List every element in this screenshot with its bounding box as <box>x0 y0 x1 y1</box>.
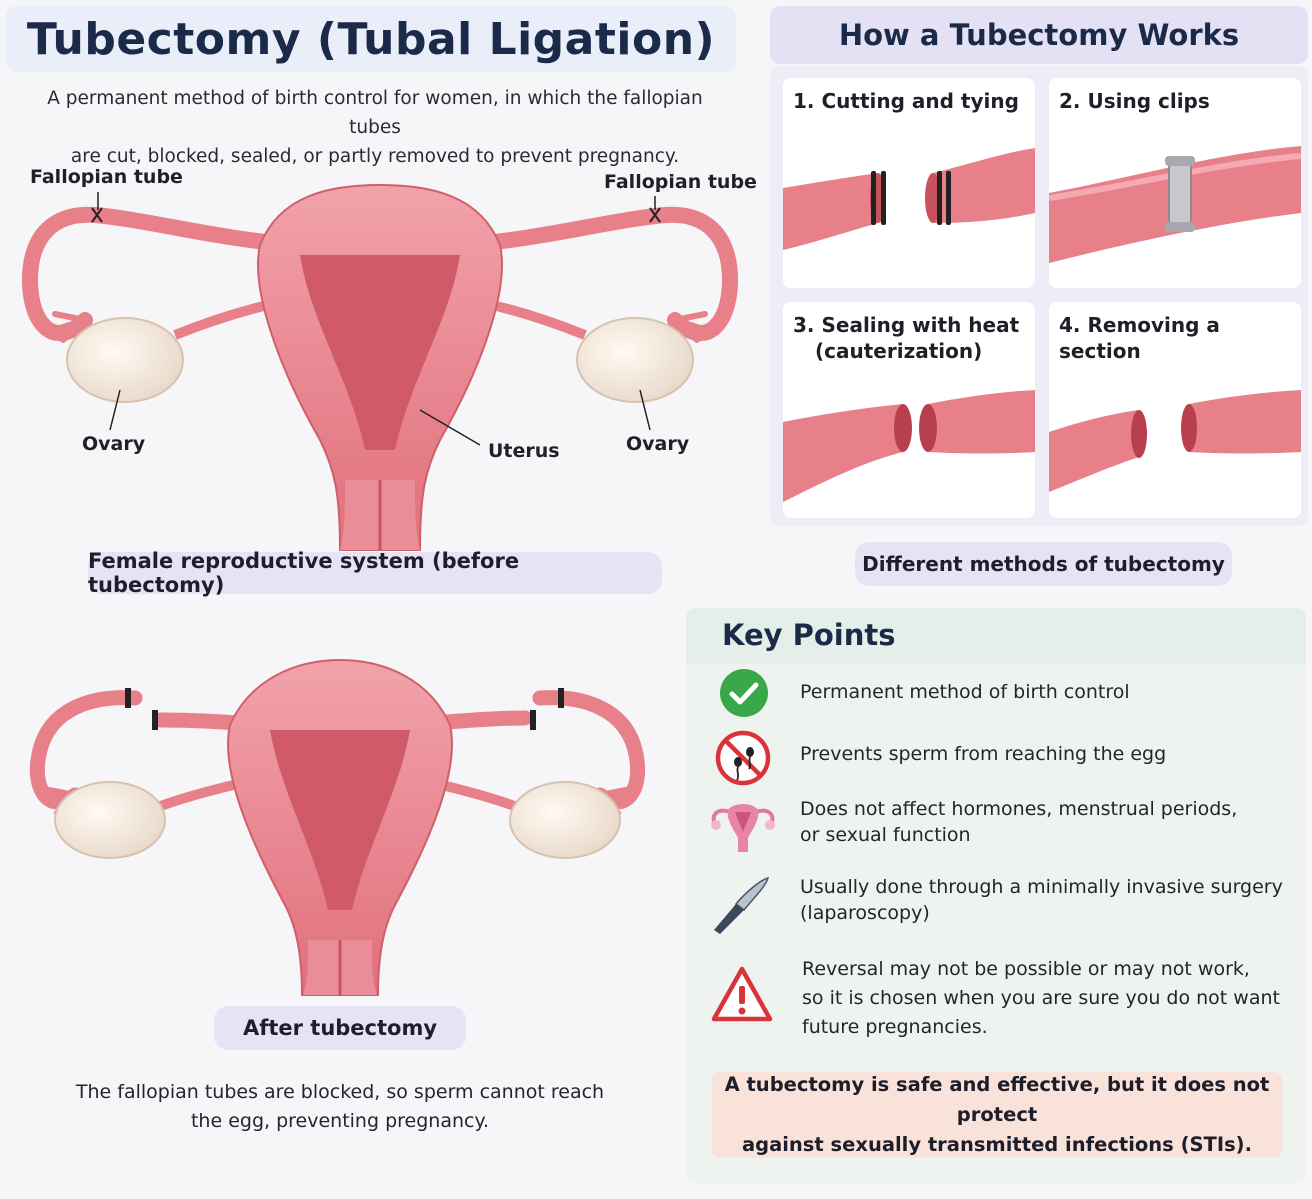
method-card-removing-section: 4. Removing a section <box>1049 302 1301 518</box>
key-point-3: Does not affect hormones, menstrual peri… <box>800 796 1237 848</box>
label-fallopian-tube-left: Fallopian tube <box>30 166 183 188</box>
subtitle-line-1: A permanent method of birth control for … <box>47 88 703 138</box>
ovary-right <box>576 317 694 403</box>
clipped-tube-illustration <box>1049 146 1301 263</box>
key-point-5-line-1: Reversal may not be possible or may not … <box>802 958 1250 980</box>
uterus-icon <box>711 804 775 852</box>
method-card-cutting-tying: 1. Cutting and tying <box>783 78 1035 288</box>
method-title-3-line-1: 3. Sealing with heat <box>793 313 1020 337</box>
after-description-line-2: the egg, preventing pregnancy. <box>190 1110 490 1132</box>
methods-header: How a Tubectomy Works <box>770 6 1308 64</box>
label-ovary-right: Ovary <box>626 433 690 455</box>
check-icon <box>720 669 768 717</box>
ovary-left <box>66 317 184 403</box>
fallopian-tube-left <box>21 206 308 341</box>
methods-caption: Different methods of tubectomy <box>855 542 1232 586</box>
method-title-2: 2. Using clips <box>1059 89 1210 113</box>
key-point-5: Reversal may not be possible or may not … <box>802 955 1280 1042</box>
cut-tied-tube-illustration <box>783 148 1035 250</box>
caption-after: After tubectomy <box>214 1006 466 1050</box>
key-point-1: Permanent method of birth control <box>800 678 1130 707</box>
caption-before: Female reproductive system (before tubec… <box>88 549 662 597</box>
after-description-line-1: The fallopian tubes are blocked, so sper… <box>75 1081 605 1103</box>
fallopian-tube-right <box>452 206 739 341</box>
method-title-1: 1. Cutting and tying <box>793 89 1019 113</box>
key-point-4: Usually done through a minimally invasiv… <box>800 874 1283 926</box>
key-point-2: Prevents sperm from reaching the egg <box>800 740 1166 769</box>
page-title: Tubectomy (Tubal Ligation) <box>26 13 716 65</box>
key-point-4-line-1: Usually done through a minimally invasiv… <box>800 876 1283 898</box>
method-title-4: 4. Removing a section <box>1059 313 1220 363</box>
after-description: The fallopian tubes are blocked, so sper… <box>60 1078 620 1136</box>
subtitle-line-2: are cut, blocked, sealed, or partly remo… <box>70 146 680 167</box>
key-point-4-line-2: (laparoscopy) <box>800 902 930 924</box>
sti-note: A tubectomy is safe and effective, but i… <box>712 1072 1282 1158</box>
warning-icon <box>711 966 773 1022</box>
label-fallopian-tube-right: Fallopian tube <box>604 171 757 193</box>
sti-note-line-2: against sexually transmitted infections … <box>741 1133 1253 1156</box>
label-ovary-left: Ovary <box>82 433 146 455</box>
method-title-3: 3. Sealing with heat (cauterization) <box>793 312 1019 364</box>
key-point-3-line-1: Does not affect hormones, menstrual peri… <box>800 798 1238 820</box>
reproductive-system-before-diagram <box>21 183 739 551</box>
no-sperm-icon <box>715 730 771 786</box>
method-title-3-line-2: (cauterization) <box>815 339 983 363</box>
scalpel-icon <box>714 876 770 934</box>
method-card-cauterization: 3. Sealing with heat (cauterization) <box>783 302 1035 518</box>
key-point-5-line-3: future pregnancies. <box>802 1016 988 1038</box>
key-points-title: Key Points <box>722 618 896 652</box>
subtitle: A permanent method of birth control for … <box>30 84 720 171</box>
method-card-clips: 2. Using clips <box>1049 78 1301 288</box>
key-point-2-line-1: Prevents sperm from reaching the egg <box>800 743 1167 765</box>
removed-section-tube-illustration <box>1049 390 1301 492</box>
key-point-1-line-1: Permanent method of birth control <box>800 681 1130 703</box>
reproductive-system-after-diagram <box>29 658 646 996</box>
cauterized-tube-illustration <box>783 390 1035 502</box>
key-points-header <box>686 608 1306 664</box>
label-uterus: Uterus <box>488 440 560 462</box>
title-banner: Tubectomy (Tubal Ligation) <box>6 6 736 72</box>
key-point-5-line-2: so it is chosen when you are sure you do… <box>802 987 1280 1009</box>
sti-note-line-1: A tubectomy is safe and effective, but i… <box>724 1073 1270 1126</box>
key-point-3-line-2: or sexual function <box>800 824 971 846</box>
